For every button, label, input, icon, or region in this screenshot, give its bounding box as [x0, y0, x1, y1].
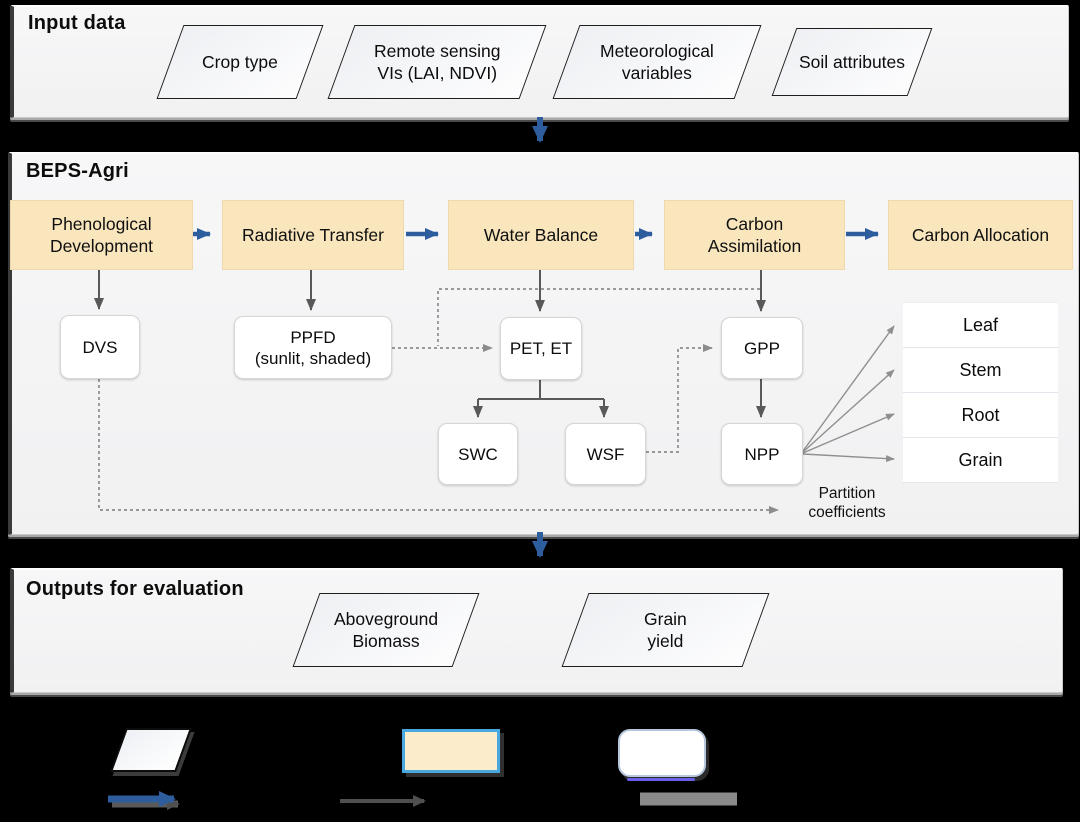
output-aboveground-biomass: Aboveground Biomass — [292, 593, 480, 667]
legend-module-box-swatch — [402, 729, 500, 773]
output-section-title: Outputs for evaluation — [26, 578, 244, 600]
module-carbon-allocation: Carbon Allocation — [888, 200, 1073, 270]
module-carbon-assimilation: Carbon Assimilation — [664, 200, 845, 270]
model-section-title: BEPS-Agri — [26, 160, 129, 182]
node-npp: NPP — [721, 423, 803, 485]
module-radiative-transfer: Radiative Transfer — [222, 200, 404, 270]
output-aboveground-biomass-label: Aboveground Biomass — [333, 609, 439, 651]
outputs-panel — [10, 568, 1063, 693]
legend-input-output-parallelogram-swatch — [109, 728, 193, 772]
input-soil-attributes-label: Soil attributes — [798, 52, 906, 72]
module-phenological-development: Phenological Development — [10, 200, 193, 270]
partition-coefficients-label: Partition coefficients — [808, 485, 886, 521]
input-meteorological-label: Meteorological variables — [600, 41, 714, 83]
node-dvs: DVS — [60, 315, 140, 379]
input-section-title: Input data — [28, 12, 126, 34]
allocation-row-grain: Grain — [903, 438, 1058, 483]
allocation-row-root: Root — [903, 393, 1058, 438]
module-water-balance: Water Balance — [448, 200, 634, 270]
legend-variable-node-accent — [627, 778, 695, 781]
input-crop-type: Crop type — [156, 25, 324, 99]
input-meteorological: Meteorological variables — [552, 25, 762, 99]
input-crop-type-label: Crop type — [202, 52, 278, 72]
node-wsf: WSF — [565, 423, 646, 485]
input-remote-sensing: Remote sensing VIs (LAI, NDVI) — [327, 25, 547, 99]
output-grain-yield: Grain yield — [561, 593, 770, 667]
legend-variable-node-swatch — [618, 729, 706, 777]
allocation-target-table: Leaf Stem Root Grain — [903, 302, 1058, 483]
allocation-row-leaf: Leaf — [903, 302, 1058, 348]
node-ppfd: PPFD (sunlit, shaded) — [234, 316, 392, 379]
output-grain-yield-label: Grain yield — [644, 609, 687, 651]
input-soil-attributes: Soil attributes — [771, 28, 933, 96]
input-remote-sensing-label: Remote sensing VIs (LAI, NDVI) — [373, 41, 501, 83]
allocation-row-stem: Stem — [903, 348, 1058, 393]
node-pet-et: PET, ET — [500, 317, 582, 380]
node-gpp: GPP — [721, 317, 803, 379]
node-swc: SWC — [438, 423, 518, 485]
